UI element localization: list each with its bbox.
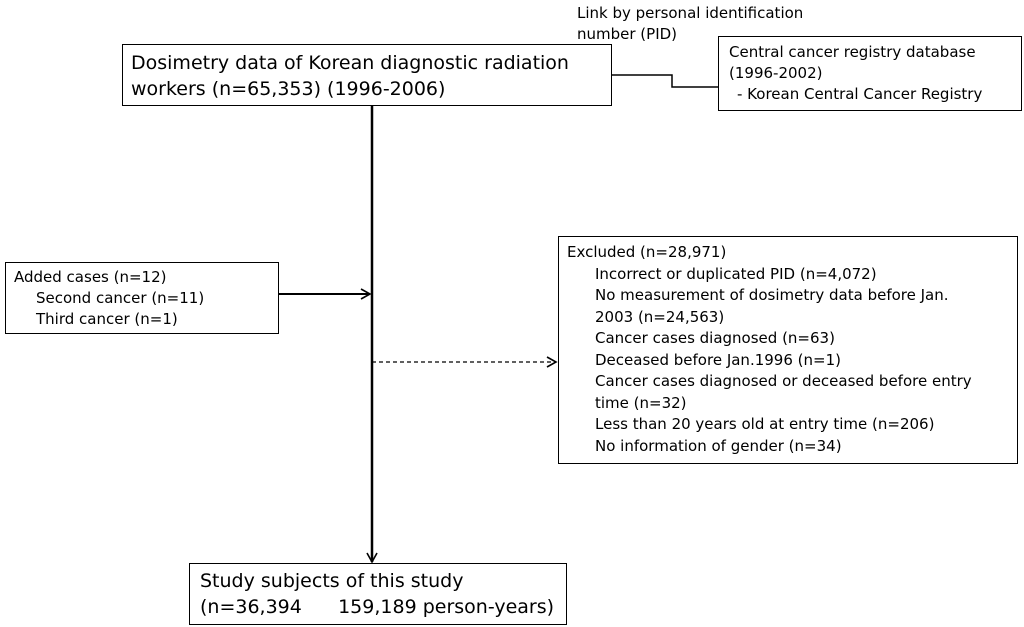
dosimetry-line-1: Dosimetry data of Korean diagnostic radi… [131,52,569,74]
added-cases-box: Added cases (n=12) Second cancer (n=11) … [5,262,279,334]
link-label: Link by personal identification number (… [577,3,803,45]
excluded-item: Cancer cases diagnosed or deceased befor… [595,372,972,390]
excluded-item: Deceased before Jan.1996 (n=1) [595,350,841,369]
study-line-1: Study subjects of this study [200,570,464,592]
excluded-item: No measurement of dosimetry data before … [595,286,949,304]
dosimetry-line-2: workers (n=65,353) (1996-2006) [131,78,446,100]
excluded-item: Less than 20 years old at entry time (n=… [595,415,935,433]
link-label-line-2: number (PID) [577,25,678,43]
excluded-item: time (n=32) [595,393,687,412]
excluded-item: Cancer cases diagnosed (n=63) [595,329,835,347]
study-line-2: (n=36,394 159,189 person-years) [200,596,555,618]
excluded-box: Excluded (n=28,971) Incorrect or duplica… [558,236,1018,464]
excluded-item: 2003 (n=24,563) [595,307,725,326]
excluded-item: Incorrect or duplicated PID (n=4,072) [595,264,877,283]
study-subjects-box: Study subjects of this study (n=36,394 1… [189,563,567,625]
added-cases-title: Added cases (n=12) [14,268,167,286]
added-item-third-cancer: Third cancer (n=1) [36,310,178,328]
cancer-registry-box: Central cancer registry database (1996-2… [718,36,1022,111]
registry-link-connector [612,74,718,88]
excluded-item: No information of gender (n=34) [595,436,842,455]
link-label-line-1: Link by personal identification [577,4,804,22]
dosimetry-data-box: Dosimetry data of Korean diagnostic radi… [122,44,612,106]
added-item-second-cancer: Second cancer (n=11) [36,289,205,307]
registry-line-1: Central cancer registry database [729,43,976,61]
registry-line-2: (1996-2002) [729,64,823,82]
registry-line-3: - Korean Central Cancer Registry [737,85,983,103]
excluded-title: Excluded (n=28,971) [567,243,727,261]
